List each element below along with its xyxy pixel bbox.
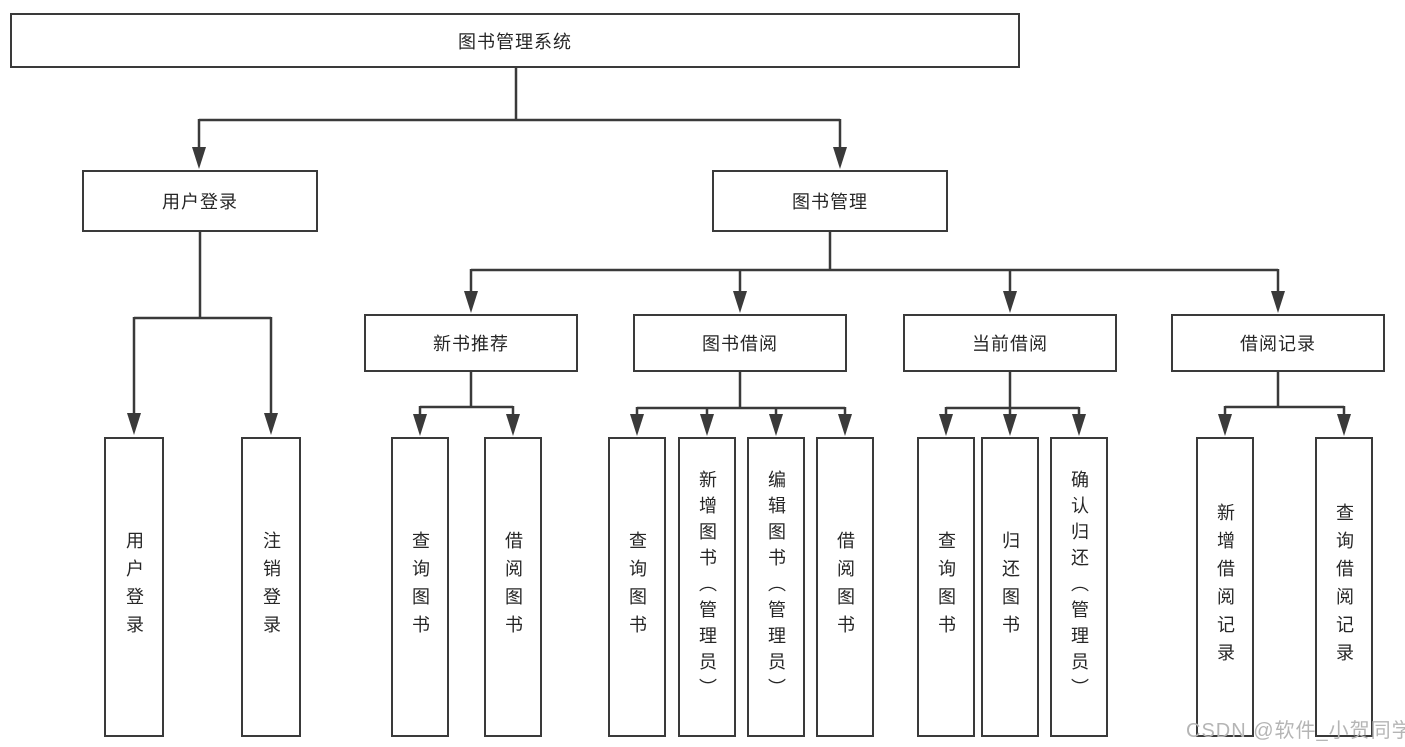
leaf-borrowing-edit-books-admin: 编辑图书（管理员） xyxy=(747,437,805,737)
node-book-management: 图书管理 xyxy=(712,170,948,232)
leaf-borrowing-query-books: 查询图书 xyxy=(608,437,666,737)
node-new-book-recommend-label: 新书推荐 xyxy=(433,334,509,354)
node-current-borrowing: 当前借阅 xyxy=(903,314,1117,372)
leaf-borrowing-add-books-admin: 新增图书（管理员） xyxy=(678,437,736,737)
leaf-records-add-borrow-record: 新增借阅记录 xyxy=(1196,437,1254,737)
node-book-borrowing: 图书借阅 xyxy=(633,314,847,372)
leaf-recommend-borrow-books: 借阅图书 xyxy=(484,437,542,737)
leaf-records-query-borrow-record: 查询借阅记录 xyxy=(1315,437,1373,737)
csdn-watermark: CSDN @软件_小贺同学 xyxy=(1186,720,1405,742)
leaf-borrowing-borrow-books: 借阅图书 xyxy=(816,437,874,737)
node-user-login-label: 用户登录 xyxy=(162,192,238,212)
node-borrowing-records-label: 借阅记录 xyxy=(1240,334,1316,354)
node-borrowing-records: 借阅记录 xyxy=(1171,314,1385,372)
leaf-current-return-books: 归还图书 xyxy=(981,437,1039,737)
leaf-logout: 注销登录 xyxy=(241,437,301,737)
node-book-management-label: 图书管理 xyxy=(792,192,868,212)
leaf-current-confirm-return-admin: 确认归还（管理员） xyxy=(1050,437,1108,737)
node-current-borrowing-label: 当前借阅 xyxy=(972,334,1048,354)
node-library-system: 图书管理系统 xyxy=(10,13,1020,68)
node-book-borrowing-label: 图书借阅 xyxy=(702,334,778,354)
node-user-login: 用户登录 xyxy=(82,170,318,232)
node-library-system-label: 图书管理系统 xyxy=(458,31,572,52)
arrowheads xyxy=(127,147,1351,436)
leaf-recommend-query-books: 查询图书 xyxy=(391,437,449,737)
leaf-current-query-books: 查询图书 xyxy=(917,437,975,737)
leaf-user-login: 用户登录 xyxy=(104,437,164,737)
node-new-book-recommend: 新书推荐 xyxy=(364,314,578,372)
